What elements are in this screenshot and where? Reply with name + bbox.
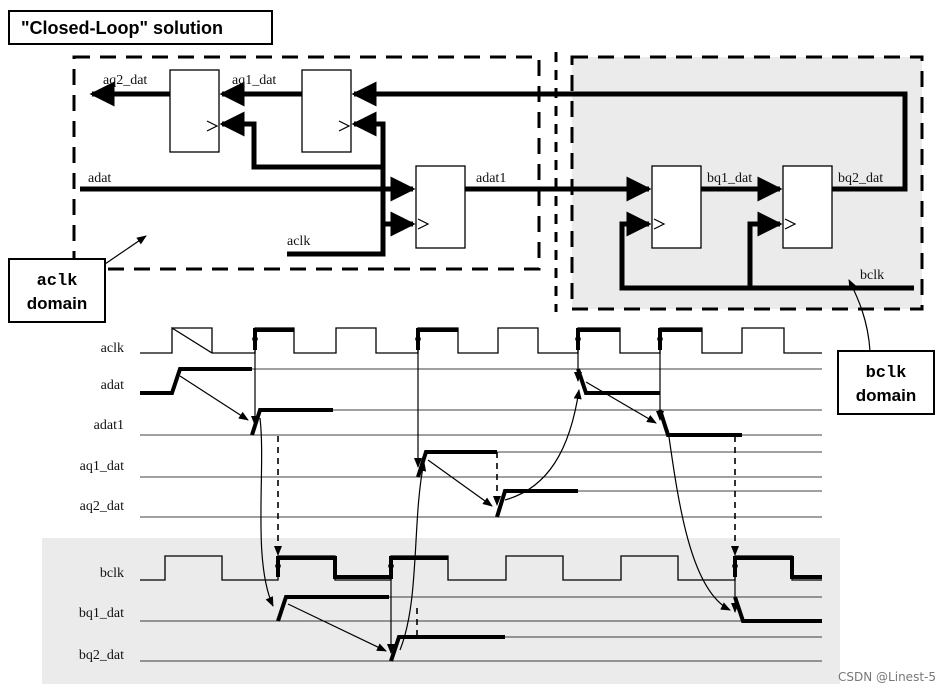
bclk-domain-name: bclk: [866, 364, 907, 383]
flip-flop-bq1: [651, 165, 702, 249]
label-adat: adat: [88, 171, 111, 186]
flip-flop-adat1: [415, 165, 466, 249]
wave-label-aq1-dat: aq1_dat: [80, 459, 124, 474]
label-aq2-dat: aq2_dat: [103, 73, 147, 88]
sampling-arrows: [179, 339, 739, 654]
wave-adat1: [250, 408, 333, 436]
wave-aq1-dat: [416, 450, 497, 478]
label-aq1-dat: aq1_dat: [232, 73, 276, 88]
flip-flop-bq2: [782, 165, 833, 249]
wave-label-adat1: adat1: [94, 418, 124, 433]
wave-aclk-fix: [172, 327, 213, 353]
aclk-domain-box: [72, 55, 541, 271]
wave-aq2-dat: [495, 489, 578, 518]
label-bq2-dat: bq2_dat: [838, 171, 883, 186]
title-box: "Closed-Loop" solution: [8, 10, 273, 45]
bclk-domain-box: [570, 55, 924, 311]
wave-bq1-dat: [276, 595, 389, 622]
schematic-wires: [80, 81, 914, 291]
wave-label-bq1-dat: bq1_dat: [79, 606, 124, 621]
wave-label-bq2-dat: bq2_dat: [79, 648, 124, 663]
wave-adat: [140, 367, 252, 395]
wave-adat1-fall: [658, 409, 742, 437]
bclk-domain-word: domain: [856, 386, 916, 405]
flip-flop-aq2: [169, 69, 220, 153]
wave-bclk: [140, 555, 822, 581]
bclk-domain-callout: bclk domain: [837, 279, 935, 415]
waveform-labels: aclk adat adat1 aq1_dat aq2_dat bclk bq1…: [79, 341, 124, 663]
wave-label-aclk: aclk: [101, 341, 124, 356]
wave-label-aq2-dat: aq2_dat: [80, 499, 124, 514]
flip-flop-aq1: [301, 69, 352, 153]
aclk-domain-callout: aclk domain: [8, 235, 147, 323]
wave-label-adat: adat: [101, 378, 124, 393]
wave-aclk: [140, 326, 822, 354]
bclk-waveform-shade: [42, 538, 840, 684]
wave-adat-fall: [576, 368, 660, 395]
label-adat1: adat1: [476, 171, 506, 186]
label-bq1-dat: bq1_dat: [707, 171, 752, 186]
wave-label-bclk: bclk: [100, 566, 124, 581]
label-bclk: bclk: [860, 268, 884, 283]
watermark: CSDN @Linest-5: [838, 670, 936, 684]
label-aclk: aclk: [287, 234, 310, 249]
aclk-domain-name: aclk: [37, 272, 78, 291]
page-title: "Closed-Loop" solution: [21, 18, 223, 38]
aclk-domain-word: domain: [27, 294, 87, 313]
